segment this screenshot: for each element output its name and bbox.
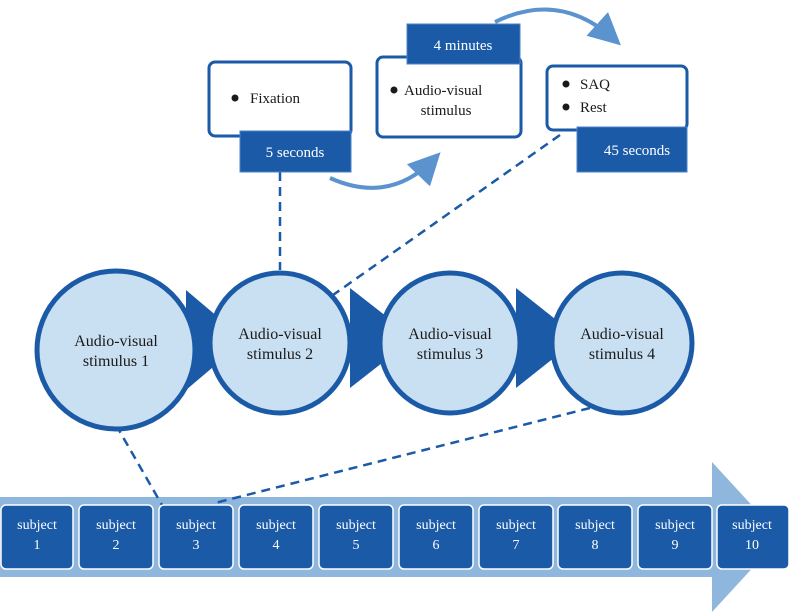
stage-stimulus: Audio-visual stimulus 4 minutes	[375, 23, 523, 139]
subject-label: subject	[655, 518, 695, 533]
stage-response: SAQ Rest 45 seconds	[545, 64, 689, 173]
bullet-icon	[562, 80, 570, 88]
stimulus-circle-label: Audio-visual	[408, 326, 492, 343]
subject-number: 7	[513, 538, 520, 553]
response-item-saq: SAQ	[580, 77, 610, 93]
stimulus-circle-3: Audio-visual stimulus 3	[377, 270, 579, 416]
subject-label: subject	[256, 518, 296, 533]
response-duration: 45 seconds	[604, 143, 670, 159]
dashed-connectors	[114, 133, 591, 506]
bullet-icon	[231, 94, 239, 102]
subject-box-1: subject 1	[0, 504, 74, 570]
stimulus-circles: Audio-visual stimulus 1 Audio-visual sti…	[34, 268, 695, 432]
curve-arrow-stimulus-to-response	[494, 7, 621, 46]
subject-label: subject	[575, 518, 615, 533]
fixation-duration: 5 seconds	[266, 145, 325, 161]
connector-stimulus1-to-subject3	[114, 424, 164, 506]
subject-label: subject	[96, 518, 136, 533]
stimulus-circle-label: stimulus 1	[83, 353, 149, 370]
fixation-item: Fixation	[250, 91, 301, 107]
subject-number: 9	[672, 538, 679, 553]
subject-label: subject	[176, 518, 216, 533]
subject-label: subject	[336, 518, 376, 533]
subject-box-10: subject 10	[716, 504, 789, 570]
subject-label: subject	[17, 518, 57, 533]
subject-number: 4	[273, 538, 280, 553]
bullet-icon	[562, 103, 570, 111]
subject-number: 8	[592, 538, 599, 553]
subject-label: subject	[496, 518, 536, 533]
bullet-icon	[390, 86, 398, 94]
connector-response-to-stimulus2	[332, 133, 561, 297]
stimulus-circle-label: Audio-visual	[238, 326, 322, 343]
response-box	[545, 64, 689, 132]
subject-label: subject	[416, 518, 456, 533]
fixation-duration-box	[239, 130, 352, 173]
subject-number: 10	[745, 538, 759, 553]
stimulus-line2: stimulus	[421, 103, 472, 119]
stimulus-circle-label: stimulus 3	[417, 346, 483, 363]
curve-arrow-fixation-to-stimulus	[329, 152, 441, 190]
subject-number: 3	[193, 538, 200, 553]
response-item-rest: Rest	[580, 100, 608, 116]
subject-box-2: subject 2	[78, 504, 154, 570]
subject-number: 1	[34, 538, 41, 553]
connector-stimulus4-to-subject3	[214, 406, 591, 505]
stimulus-circle-label: Audio-visual	[580, 326, 664, 343]
subject-box-8: subject 8	[557, 504, 633, 570]
chevron-right-icon	[516, 288, 579, 388]
subject-box-4: subject 4	[238, 504, 314, 570]
subject-boxes: subject 1 subject 2 subject 3 subject 4 …	[0, 504, 789, 570]
stimulus-duration-box	[406, 23, 521, 65]
stimulus-circle-label: stimulus 4	[589, 346, 655, 363]
stimulus-line1: Audio-visual	[404, 83, 482, 99]
stimulus-circle-label: stimulus 2	[247, 346, 313, 363]
subject-box-5: subject 5	[318, 504, 394, 570]
subject-number: 2	[113, 538, 120, 553]
subject-box-7: subject 7	[478, 504, 554, 570]
subject-box-6: subject 6	[398, 504, 474, 570]
subject-label: subject	[732, 518, 772, 533]
subject-box-9: subject 9	[637, 504, 713, 570]
stimulus-circle-label: Audio-visual	[74, 333, 158, 350]
subject-number: 5	[353, 538, 360, 553]
stage-fixation: Fixation 5 seconds	[207, 60, 353, 173]
subject-number: 6	[433, 538, 440, 553]
stimulus-circle-2: Audio-visual stimulus 2	[207, 270, 414, 416]
stimulus-circle-4: Audio-visual stimulus 4	[549, 270, 695, 416]
subject-box-3: subject 3	[158, 504, 234, 570]
response-duration-box	[576, 126, 688, 173]
stimulus-duration: 4 minutes	[434, 38, 493, 54]
